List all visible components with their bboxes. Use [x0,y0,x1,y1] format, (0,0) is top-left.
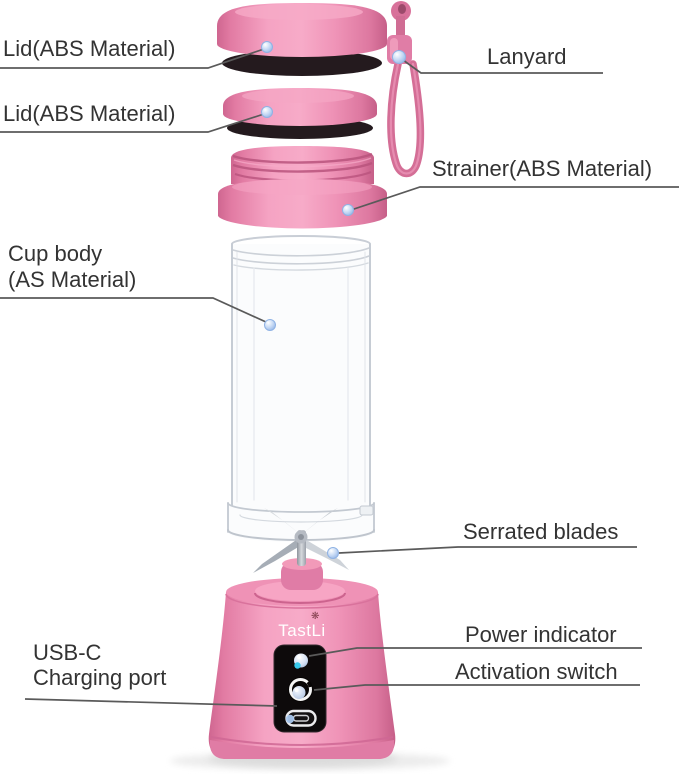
lanyard-strap [387,16,425,178]
brand-logo-text: TastLi [278,621,325,640]
marker-dot-strainer [342,204,354,216]
marker-dot-lid-lower [261,106,273,118]
marker-dot-blades [327,547,339,559]
serrated-blades [253,508,349,573]
label-lanyard: Lanyard [487,44,567,69]
base-platform [255,581,345,601]
lower-lid [223,88,377,139]
marker-dot-lanyard [392,50,406,64]
cup-body [227,235,375,542]
label-power-indicator: Power indicator [465,622,617,647]
marker-dot-cup-body [264,319,276,331]
callout-line-usb [24,698,278,707]
top-lid-rim [222,50,382,76]
flower-icon: ❋ [311,611,319,622]
callout-line-blades [338,546,637,554]
label-usb-line1: USB-C [33,640,102,665]
callout-line-cup-body [0,297,267,323]
usb-c-port-icon [285,709,317,727]
callout-line-lid-top [0,48,265,69]
label-serrated-blades: Serrated blades [463,519,618,544]
callout-line-lanyard [402,59,603,74]
label-lid-top: Lid(ABS Material) [3,36,175,61]
base-foot [210,740,394,759]
label-cup-body-line1: Cup body [8,241,102,266]
label-activation-switch: Activation switch [455,659,618,684]
marker-dot-lid-top [261,41,273,53]
label-cup-body-line2: (AS Material) [8,267,136,292]
power-led-icon [294,653,308,669]
label-lid-lower: Lid(ABS Material) [3,101,175,126]
callout-line-switch [313,684,640,691]
callout-line-strainer [350,186,679,211]
top-lid [217,3,387,76]
control-panel [273,644,327,733]
activation-button-icon [288,677,313,702]
callout-line-power [308,647,642,657]
label-usb-line2: Charging port [33,665,166,690]
strainer [218,146,387,229]
callout-line-lid-lower [0,113,265,133]
brand-logo: TastLi ❋ [278,611,325,640]
label-strainer: Strainer(ABS Material) [432,156,652,181]
